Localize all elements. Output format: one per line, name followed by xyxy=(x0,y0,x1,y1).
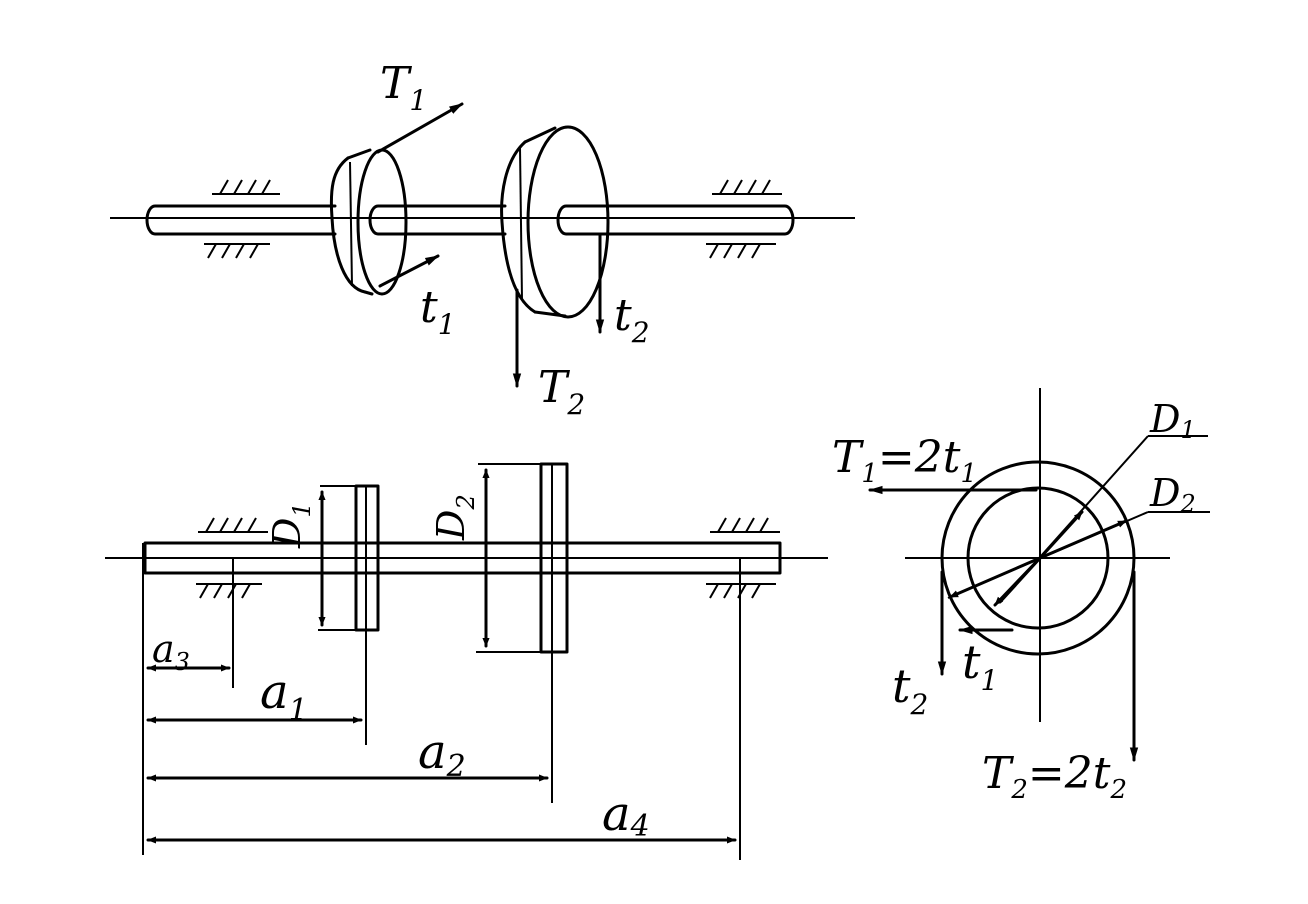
t2-label-end: t2 xyxy=(892,659,928,721)
side-right-bearing xyxy=(706,517,780,599)
dimension-extension-lines xyxy=(142,543,741,860)
T2-equation-label: T2=2t2 xyxy=(982,748,1127,805)
a1-label: a1 xyxy=(260,664,308,728)
t1-label-end: t1 xyxy=(962,635,998,697)
end-view: T1=2t1 D1 D2 t2 t1 T2=2t2 xyxy=(832,388,1210,805)
T2-label-iso: T2 xyxy=(538,362,585,421)
T1-equation-label: T1=2t1 xyxy=(832,432,977,489)
D1-label-end: D1 xyxy=(1149,397,1196,444)
D2-label-end: D2 xyxy=(1149,471,1196,518)
a2-label: a2 xyxy=(418,724,466,784)
side-view: D1 D2 a3 a1 a2 a4 xyxy=(105,462,828,860)
iso-shaft xyxy=(145,204,795,236)
side-left-bearing xyxy=(196,517,268,599)
t1-label-iso: t1 xyxy=(420,282,456,341)
t2-label-iso: t2 xyxy=(614,290,650,349)
t1-force-arrow xyxy=(378,254,440,288)
a3-label: a3 xyxy=(152,627,190,676)
a4-label: a4 xyxy=(602,786,650,844)
outer-pulley-circle xyxy=(940,460,1136,656)
isometric-view: T1 t1 T2 t2 xyxy=(110,58,855,421)
T1-force-arrow xyxy=(376,102,464,154)
side-pulley-2 xyxy=(476,462,569,654)
T1-label-iso: T1 xyxy=(380,58,427,117)
iso-pulley-1 xyxy=(329,148,408,296)
iso-pulley-2 xyxy=(500,125,610,319)
iso-right-bearing xyxy=(706,179,782,259)
iso-left-bearing xyxy=(204,179,280,259)
D2-label-side: D2 xyxy=(429,494,480,541)
inner-pulley-circle xyxy=(966,486,1110,630)
D1-label-side: D1 xyxy=(265,502,316,549)
